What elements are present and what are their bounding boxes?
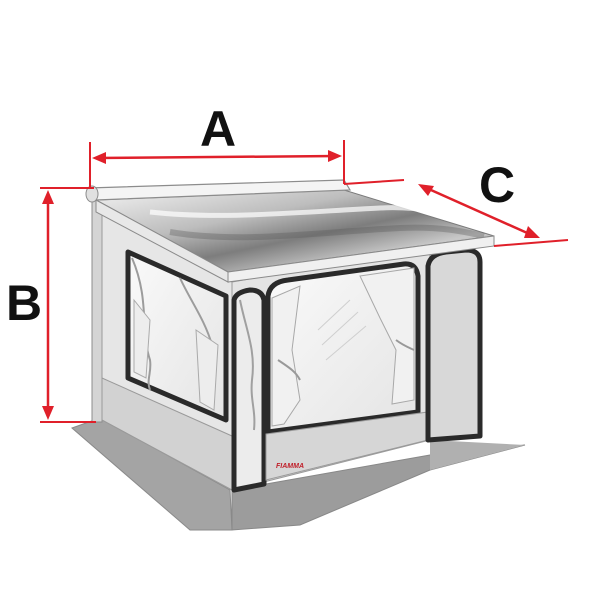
glass-reflection-2 <box>321 311 359 346</box>
canopy-stripe <box>149 205 471 225</box>
main-curtain-right-tie <box>395 339 415 351</box>
front-door-right <box>425 247 483 443</box>
brand-mark: FIAMMA <box>276 463 304 470</box>
main-curtain-left <box>271 285 301 427</box>
dimension-lines <box>40 140 569 423</box>
dimension-label-c: C <box>479 157 515 213</box>
dimension-c-arrow-back <box>418 184 434 196</box>
left-curtain <box>131 257 152 391</box>
dimension-c-tick-back <box>343 179 405 185</box>
dimension-b-arrow-top <box>42 190 54 204</box>
cassette-end-cap <box>85 185 99 203</box>
front-door-left <box>231 287 267 493</box>
glass-reflection-1 <box>317 299 351 331</box>
dimension-c-tick-front <box>493 239 569 247</box>
dimension-a-arrow-left <box>92 152 106 164</box>
dimension-label-a: A <box>200 101 236 157</box>
wall-rail <box>91 195 103 423</box>
ground-mat-right <box>430 440 525 470</box>
dimension-label-b: B <box>6 275 42 331</box>
left-curtain-fold-2 <box>133 298 151 379</box>
canopy-stripe-2 <box>169 224 485 241</box>
main-curtain-right <box>359 267 415 405</box>
door-left-curtain <box>239 299 256 431</box>
dimension-c-arrow-front <box>524 226 540 238</box>
main-curtain-left-tie <box>277 359 301 381</box>
dimension-a-line <box>95 154 339 160</box>
canopy-side-edge <box>95 199 229 283</box>
dimension-c-line <box>421 184 535 238</box>
dimension-b-arrow-bottom <box>42 406 54 420</box>
glass-reflection-3 <box>325 325 367 361</box>
dimension-a-arrow-right <box>328 150 342 162</box>
left-curtain-fold <box>195 329 219 411</box>
